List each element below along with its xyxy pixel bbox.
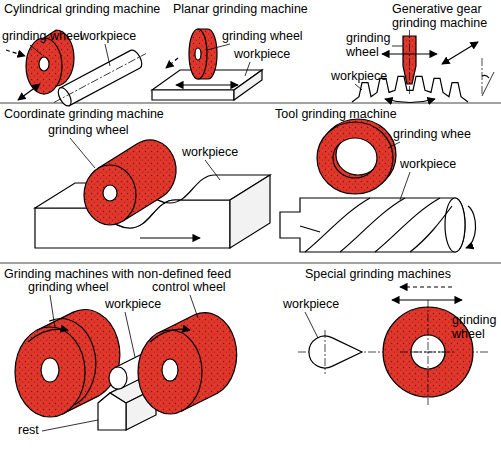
machine-panel: Coordinate grinding machine	[0, 103, 270, 263]
rotation-arrow	[150, 329, 190, 342]
machine-panel: Tool grinding machine	[270, 103, 501, 263]
part-label: workpiece	[105, 298, 161, 312]
feed-arrow	[400, 286, 452, 287]
panel-title: Generative gear grinding machine	[392, 2, 500, 31]
motion-arrow	[442, 42, 478, 64]
leader-line	[190, 295, 198, 318]
rotation-arrow	[466, 206, 476, 248]
row-separator	[0, 263, 501, 264]
panel-title: Grinding machines with non-defined feed	[4, 267, 259, 281]
angle-line	[482, 58, 483, 96]
leader-line	[392, 46, 403, 47]
part-label: grinding wheel	[48, 124, 129, 138]
part-label: grinding wheel	[2, 30, 83, 44]
leader-line	[207, 44, 230, 50]
leader-line	[30, 45, 42, 55]
part-label: grinding wheel	[28, 281, 109, 295]
coordinate-grinding-sketch	[35, 138, 270, 248]
leader-line	[105, 44, 110, 66]
machine-panel: Special grinding machines	[260, 263, 501, 451]
center-line	[428, 300, 429, 405]
grinding-wheel	[317, 119, 396, 194]
leader-line	[205, 160, 220, 180]
grinding-wheel	[84, 140, 176, 225]
control-wheel	[138, 313, 237, 414]
leader-line	[125, 312, 135, 357]
part-label: grinding wheel	[346, 32, 394, 60]
part-label: grinding wheel	[222, 30, 303, 44]
centerless-grinding-sketch	[15, 295, 237, 431]
angle-line	[482, 72, 494, 96]
tool-grinding-sketch	[280, 119, 476, 252]
panel-title: Cylindrical grinding machine	[4, 2, 164, 16]
cam-workpiece	[309, 336, 362, 368]
panel-title: Coordinate grinding machine	[4, 107, 266, 121]
panel-title: Planar grinding machine	[173, 2, 333, 16]
center-line	[409, 30, 410, 96]
leader-line	[355, 84, 362, 90]
part-label: grinding whee	[393, 128, 471, 142]
motion-arrow	[382, 53, 437, 54]
leader-line	[245, 62, 250, 76]
leader-line	[305, 312, 318, 338]
part-label: control wheel	[152, 281, 226, 295]
part-label: workpiece	[182, 146, 238, 160]
feed-arrow	[140, 237, 200, 238]
rotation-arrow	[385, 99, 435, 103]
part-label: workpiece	[234, 48, 290, 62]
rotation-arrow	[28, 329, 68, 342]
part-label: rest	[18, 424, 39, 438]
angle-arc	[482, 75, 489, 78]
leader-line	[388, 142, 400, 148]
center-line	[400, 352, 456, 353]
leader-line	[70, 138, 95, 168]
machine-panel: Cylindrical grinding machine	[0, 0, 165, 103]
center-line	[325, 330, 326, 374]
part-label: workpiece	[283, 298, 339, 312]
part-label: workpiece	[80, 30, 136, 44]
feed-arrow	[6, 50, 25, 56]
grinding-wheel	[189, 29, 217, 79]
table-motion-arrow	[176, 84, 238, 85]
panel-title: Special grinding machines	[305, 267, 499, 281]
panel-title: Tool grinding machine	[275, 107, 497, 121]
part-label: grinding wheel	[452, 314, 500, 342]
leader-line	[42, 420, 98, 431]
part-label: workpiece	[400, 158, 456, 172]
motion-arrow	[18, 84, 40, 100]
motion-arrow	[392, 299, 462, 300]
workpiece-cutter	[280, 198, 465, 252]
leader-line	[400, 172, 410, 200]
feed-arrow	[166, 58, 178, 68]
part-label: workpiece	[331, 70, 387, 84]
leader-line	[50, 295, 55, 328]
